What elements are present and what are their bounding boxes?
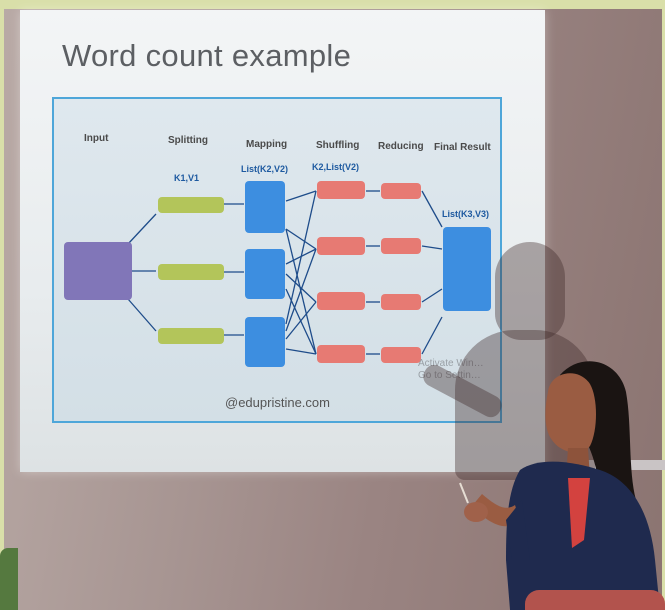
shuffling-label: Shuffling — [316, 140, 360, 151]
presenter-shadow-head — [495, 242, 565, 340]
k1v1-label: K1,V1 — [174, 173, 200, 183]
reducing-label: Reducing — [378, 141, 424, 152]
reduce-box-2 — [381, 238, 421, 254]
k2-list-v2-label: K2,List(V2) — [312, 162, 360, 172]
splitting-label: Splitting — [168, 135, 208, 146]
connector-lines — [127, 190, 443, 355]
frame-left — [0, 0, 4, 610]
chair-back — [525, 590, 665, 610]
mapping-label: Mapping — [246, 139, 288, 150]
activate-windows-text: Activate Win… Go to Settin… — [418, 358, 484, 381]
split-box-1 — [158, 197, 224, 213]
shuffle-box-2 — [317, 237, 365, 255]
map-box-2 — [245, 249, 285, 299]
split-box-2 — [158, 264, 224, 280]
input-box — [64, 242, 132, 300]
shuffle-box-3 — [317, 292, 365, 310]
reduce-box-4 — [381, 347, 421, 363]
watermark: @edupristine.com — [225, 395, 330, 410]
map-box-1 — [245, 181, 285, 233]
frame-top — [0, 0, 665, 9]
map-box-3 — [245, 317, 285, 367]
slide-title: Word count example — [62, 38, 352, 73]
final-result-box — [443, 227, 491, 311]
reduce-box-1 — [381, 183, 421, 199]
list-k2v2-label: List(K2,V2) — [241, 164, 289, 174]
plant-leaf — [0, 548, 18, 610]
shuffle-box-1 — [317, 181, 365, 199]
split-box-3 — [158, 328, 224, 344]
frame-right — [662, 0, 665, 610]
input-label: Input — [84, 133, 109, 144]
list-k3v3-label: List(K3,V3) — [442, 209, 490, 219]
mapreduce-diagram: Input Splitting Mapping Shuffling Reduci… — [52, 97, 502, 423]
final-result-label: Final Result — [434, 142, 491, 153]
shuffle-box-4 — [317, 345, 365, 363]
reduce-box-3 — [381, 294, 421, 310]
